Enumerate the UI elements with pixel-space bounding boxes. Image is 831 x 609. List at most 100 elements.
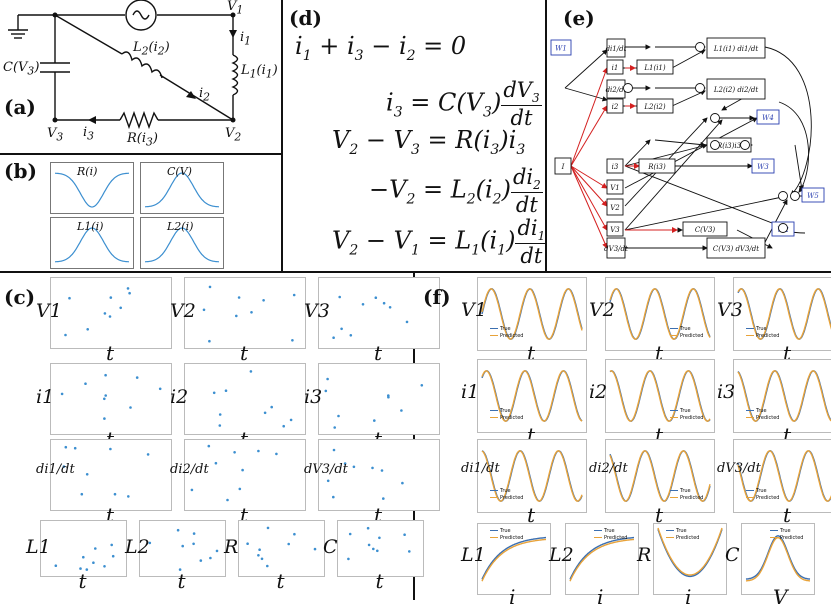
observation-point (237, 296, 241, 299)
graph-node-label-6: i2 (612, 103, 619, 111)
observation-ylabel-3-0: L1 (26, 535, 51, 558)
graph-node-label-18: V3 (610, 226, 620, 234)
prediction-xlabel-1-0: t (527, 423, 536, 447)
observation-plot-3-3 (337, 520, 424, 577)
graph-node-label-15: V1 (610, 184, 620, 192)
observation-point (111, 554, 115, 558)
graph-node-label-19: C(V3) (695, 226, 716, 234)
graph-node-label-7: L2(i2) (643, 103, 666, 111)
observation-point (387, 395, 390, 399)
current-label-i1: i1 (240, 30, 252, 48)
observation-point (374, 296, 378, 299)
prediction-xlabel-3-0: i (509, 585, 516, 609)
observation-plot-3-0 (40, 520, 127, 577)
observation-point (218, 413, 222, 416)
equation-resistor: V2 − V3 = R(i3)i3 (332, 126, 526, 158)
observation-point (382, 301, 386, 305)
panel-label-b: (b) (4, 159, 37, 183)
observation-point (405, 320, 409, 324)
observation-point (85, 568, 89, 571)
legend-entry: Predicted (770, 535, 803, 542)
true-series-line (569, 536, 634, 580)
graph-node-6: i2 (606, 98, 624, 114)
observation-point (103, 397, 106, 401)
observation-point (233, 451, 236, 454)
legend-entry: Predicted (666, 535, 699, 542)
observation-ylabel-3-1: L2 (125, 535, 150, 558)
observation-plot-0-2 (318, 277, 440, 349)
observation-point (347, 557, 350, 561)
observation-xlabel-0-2: t (374, 341, 383, 365)
observation-point (367, 543, 371, 547)
observation-point (104, 394, 107, 397)
panel-label-a: (a) (4, 95, 36, 119)
prediction-xlabel-3-2: i (685, 585, 692, 609)
observation-point (82, 555, 85, 559)
observation-point (372, 547, 375, 551)
observation-point (258, 548, 261, 551)
observation-point (420, 384, 424, 387)
observation-point (127, 495, 130, 498)
legend-entry: True (490, 326, 523, 333)
graph-node-19: C(V3) (682, 221, 728, 237)
legend-entry: True (490, 408, 523, 415)
observation-ylabel-0-2: V3 (304, 300, 330, 322)
characteristic-plot-3: L2(i) (140, 217, 224, 269)
observation-point (146, 453, 150, 456)
legend-entry: Predicted (746, 333, 779, 340)
graph-node-label-13: R(i3) (647, 163, 666, 171)
graph-node-label-14: W3 (757, 163, 769, 171)
observation-point (235, 314, 238, 318)
panel-label-d: (d) (289, 6, 322, 30)
sum-node-6 (778, 191, 788, 201)
prediction-ylabel-2-2: dV3/dt (717, 461, 761, 476)
graph-node-label-10: R(i3)i3 (716, 142, 742, 150)
graph-node-18: V3 (606, 221, 624, 237)
observation-plot-2-1 (184, 439, 306, 511)
graph-node-label-9: W4 (762, 114, 774, 122)
observation-point (293, 532, 296, 536)
observation-point (326, 479, 330, 483)
prediction-xlabel-2-0: t (527, 503, 536, 527)
observation-point (376, 549, 379, 553)
prediction-xlabel-0-0: t (527, 341, 536, 365)
observation-xlabel-2-0: t (106, 503, 115, 527)
graph-node-label-11: I (561, 163, 565, 171)
observation-point (208, 339, 211, 343)
observation-point (382, 497, 385, 500)
observation-point (326, 377, 329, 381)
predicted-series-line (481, 288, 583, 340)
observation-xlabel-2-1: t (240, 503, 249, 527)
observation-xlabel-3-2: t (276, 569, 285, 593)
observation-point (226, 498, 229, 502)
observation-plot-0-0 (50, 277, 172, 349)
graph-node-label-17: V2 (610, 204, 620, 212)
observation-point (80, 492, 84, 496)
legend-entry: Predicted (746, 415, 779, 422)
observation-point (366, 526, 370, 530)
sum-node-8 (778, 223, 788, 233)
sum-node-7 (790, 191, 800, 201)
characteristic-label-3: L2(i) (167, 220, 194, 233)
legend-entry: True (666, 528, 699, 535)
legend-entry: True (746, 408, 779, 415)
observation-point (207, 444, 211, 448)
true-series-line (745, 535, 811, 580)
graph-node-9: W4 (756, 109, 780, 125)
prediction-ylabel-0-2: V3 (717, 299, 743, 321)
inductor-l1-label: L1(i1) (241, 63, 278, 81)
